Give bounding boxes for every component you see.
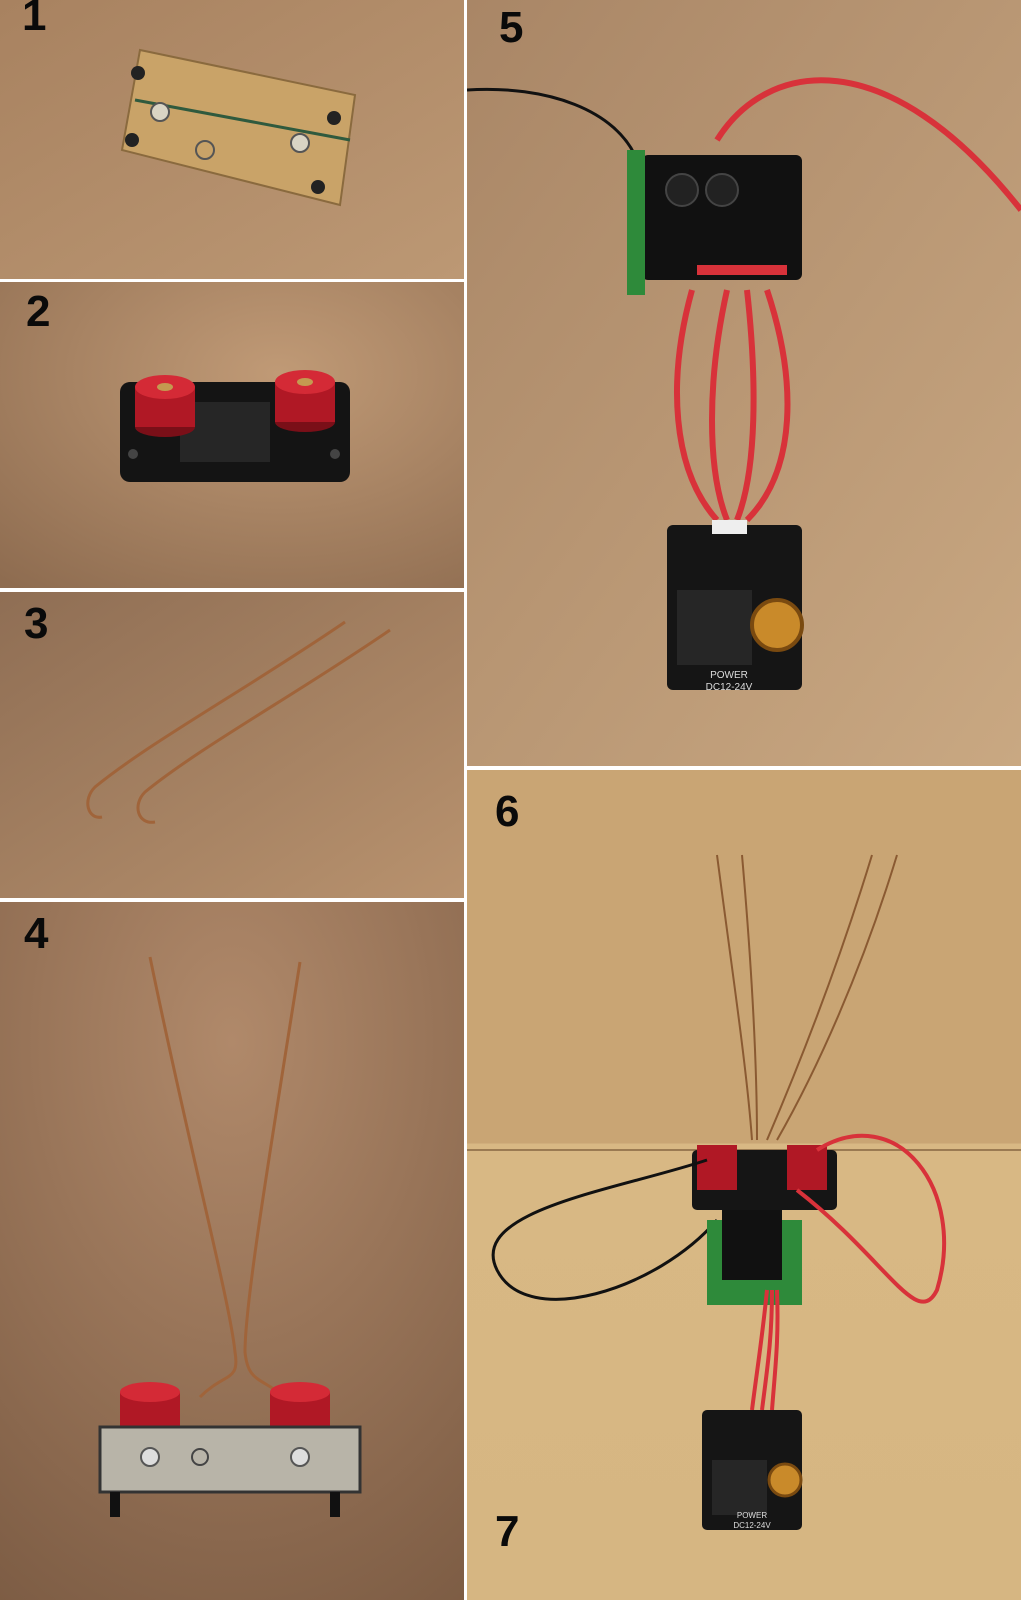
zvs-driver-board: POWER DC12-24V xyxy=(667,520,804,693)
step-number-6: 6 xyxy=(495,787,520,836)
insulator-base xyxy=(692,1145,837,1210)
acrylic-mounting-plate xyxy=(120,48,357,207)
step-4-image xyxy=(0,902,464,1600)
primary-coil-windings xyxy=(674,265,791,523)
step-5-image: POWER DC12-24V xyxy=(467,0,1021,766)
board-voltage-label: DC12-24V xyxy=(706,682,753,693)
step-2-photo: 2 xyxy=(0,282,464,588)
flyback-transformer xyxy=(627,150,802,295)
step-6-7-photo: POWER DC12-24V 6 7 xyxy=(467,770,1021,1600)
step-number-4: 4 xyxy=(24,909,49,958)
step-6-image: POWER DC12-24V xyxy=(467,770,1021,1600)
ladder-antenna-wires xyxy=(716,854,898,1141)
red-insulator-left xyxy=(135,375,195,437)
step-number-3: 3 xyxy=(24,599,49,648)
flyback-assembly xyxy=(707,1210,802,1305)
black-lead-wire xyxy=(491,1158,719,1301)
red-hv-wire xyxy=(714,77,1021,212)
step-1-photo: 1 xyxy=(0,0,464,279)
step-1-image xyxy=(0,0,464,279)
final-board-voltage-label: DC12-24V xyxy=(733,1521,771,1530)
step-4-photo: 4 xyxy=(0,902,464,1600)
board-power-label: POWER xyxy=(710,670,748,681)
final-board-power-label: POWER xyxy=(737,1511,767,1520)
copper-wire-pair xyxy=(86,620,391,824)
red-insulator-right xyxy=(275,370,335,432)
step-number-2: 2 xyxy=(26,287,51,336)
step-3-image xyxy=(0,592,464,898)
step-2-image xyxy=(0,282,464,588)
coil-wire-bundle xyxy=(750,1289,780,1411)
step-number-5: 5 xyxy=(499,3,524,52)
zvs-driver-board-final: POWER DC12-24V xyxy=(702,1410,803,1530)
black-wire xyxy=(467,87,639,161)
step-number-7: 7 xyxy=(495,1507,520,1556)
step-5-photo: POWER DC12-24V 5 xyxy=(467,0,1021,766)
copper-antenna-wires xyxy=(148,956,302,1399)
red-lead-wire xyxy=(795,1133,947,1304)
mounting-plate xyxy=(98,1425,362,1517)
step-3-photo: 3 xyxy=(0,592,464,898)
step-number-1: 1 xyxy=(22,0,47,40)
